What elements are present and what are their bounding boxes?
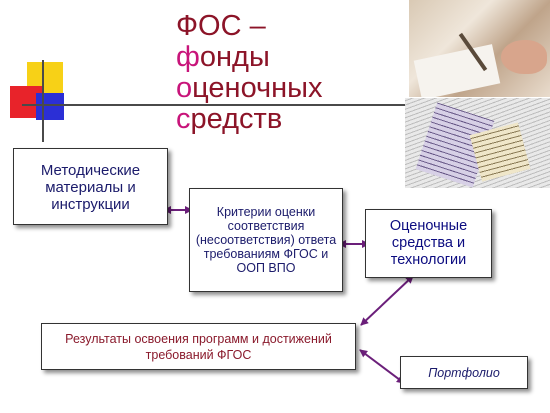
title-rest-2: онды [199,41,270,73]
methods-label: Методические материалы и инструкции [40,162,141,213]
title-rest-3: ценочных [192,72,323,104]
photo-writing-hand [409,0,550,97]
title-initial-f: ф [176,41,200,73]
arrow-results-portfolio [359,349,405,384]
title-rest-4: редств [190,103,283,135]
decor-vertical-line [42,60,44,142]
assessment-tools-box: Оценочные средства и технологии [365,209,492,278]
results-box: Результаты освоения программ и достижени… [41,323,356,370]
arrow-tools-results [360,275,414,326]
title-line-4: средств [176,104,323,135]
title-initial-s: с [176,103,191,135]
decor-blue-square [36,93,64,120]
decor-horizontal-line [22,104,412,106]
portfolio-box: Портфолио [400,356,528,389]
criteria-label: Критерии оценки соответствия (несоответс… [195,205,337,275]
title-line-3: оценочных [176,73,323,104]
title-initial-o: о [176,72,193,104]
slide-title: ФОС – фонды оценочных средств [176,11,323,135]
title-line-1: ФОС – [176,10,266,42]
criteria-box: Критерии оценки соответствия (несоответс… [189,188,343,292]
results-label: Результаты освоения программ и достижени… [65,331,332,362]
assessment-tools-label: Оценочные средства и технологии [389,218,468,268]
title-line-2: фонды [176,42,323,73]
methods-box: Методические материалы и инструкции [13,148,168,225]
portfolio-label: Портфолио [428,365,500,380]
photo-cheat-notes [405,98,550,188]
